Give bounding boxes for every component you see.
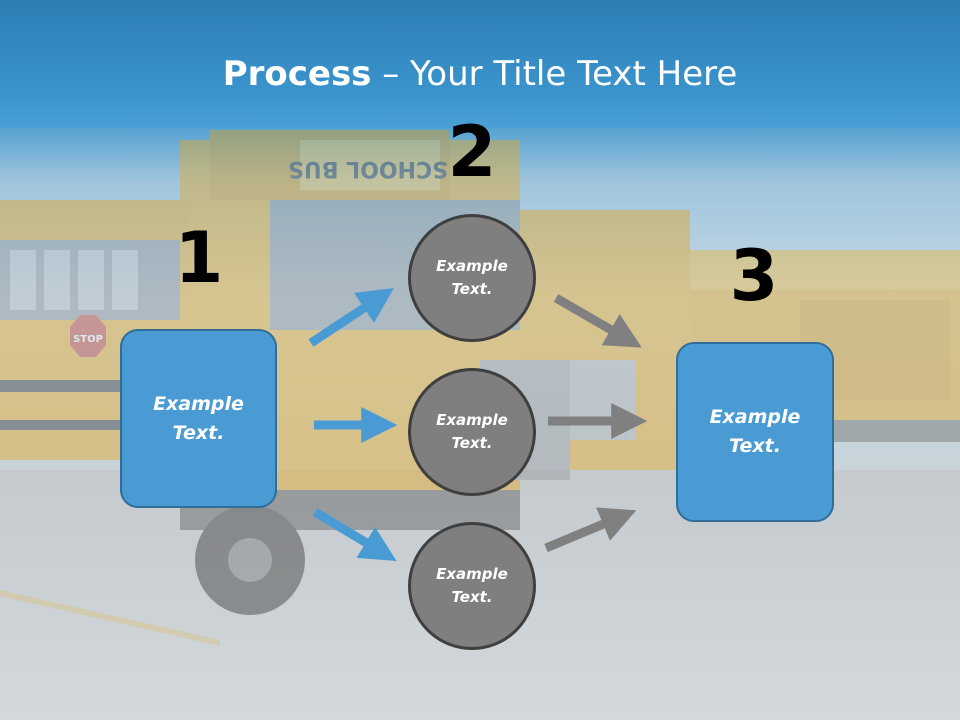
- step-number-3: 3: [729, 235, 779, 317]
- process-circle-top-text: Example Text.: [436, 257, 508, 298]
- process-circle-top[interactable]: Example Text.: [408, 214, 536, 342]
- bus-sign-text: SCHOOL BUS: [288, 156, 448, 181]
- step-number-1: 1: [174, 217, 224, 299]
- arrow-blue-up: [308, 288, 395, 347]
- title-bar: [0, 0, 960, 128]
- stop-sign-text: STOP: [73, 334, 103, 345]
- process-box-left[interactable]: Example Text.: [120, 329, 277, 508]
- process-box-left-text: Example Text.: [153, 392, 244, 444]
- title-rest: – Your Title Text Here: [371, 54, 738, 94]
- arrow-gray-up: [544, 507, 637, 553]
- slide-title[interactable]: Process – Your Title Text Here: [0, 52, 960, 96]
- process-circle-middle-text: Example Text.: [436, 411, 508, 452]
- process-box-right-text: Example Text.: [709, 406, 801, 457]
- arrow-blue-down: [312, 508, 397, 561]
- process-circle-bottom[interactable]: Example Text.: [408, 522, 536, 650]
- process-box-right[interactable]: Example Text.: [676, 342, 834, 522]
- step-number-2: 2: [447, 111, 497, 193]
- process-circle-middle[interactable]: Example Text.: [408, 368, 536, 496]
- title-bold: Process: [222, 54, 372, 94]
- arrow-gray-down: [553, 294, 642, 348]
- process-circle-bottom-text: Example Text.: [436, 565, 508, 606]
